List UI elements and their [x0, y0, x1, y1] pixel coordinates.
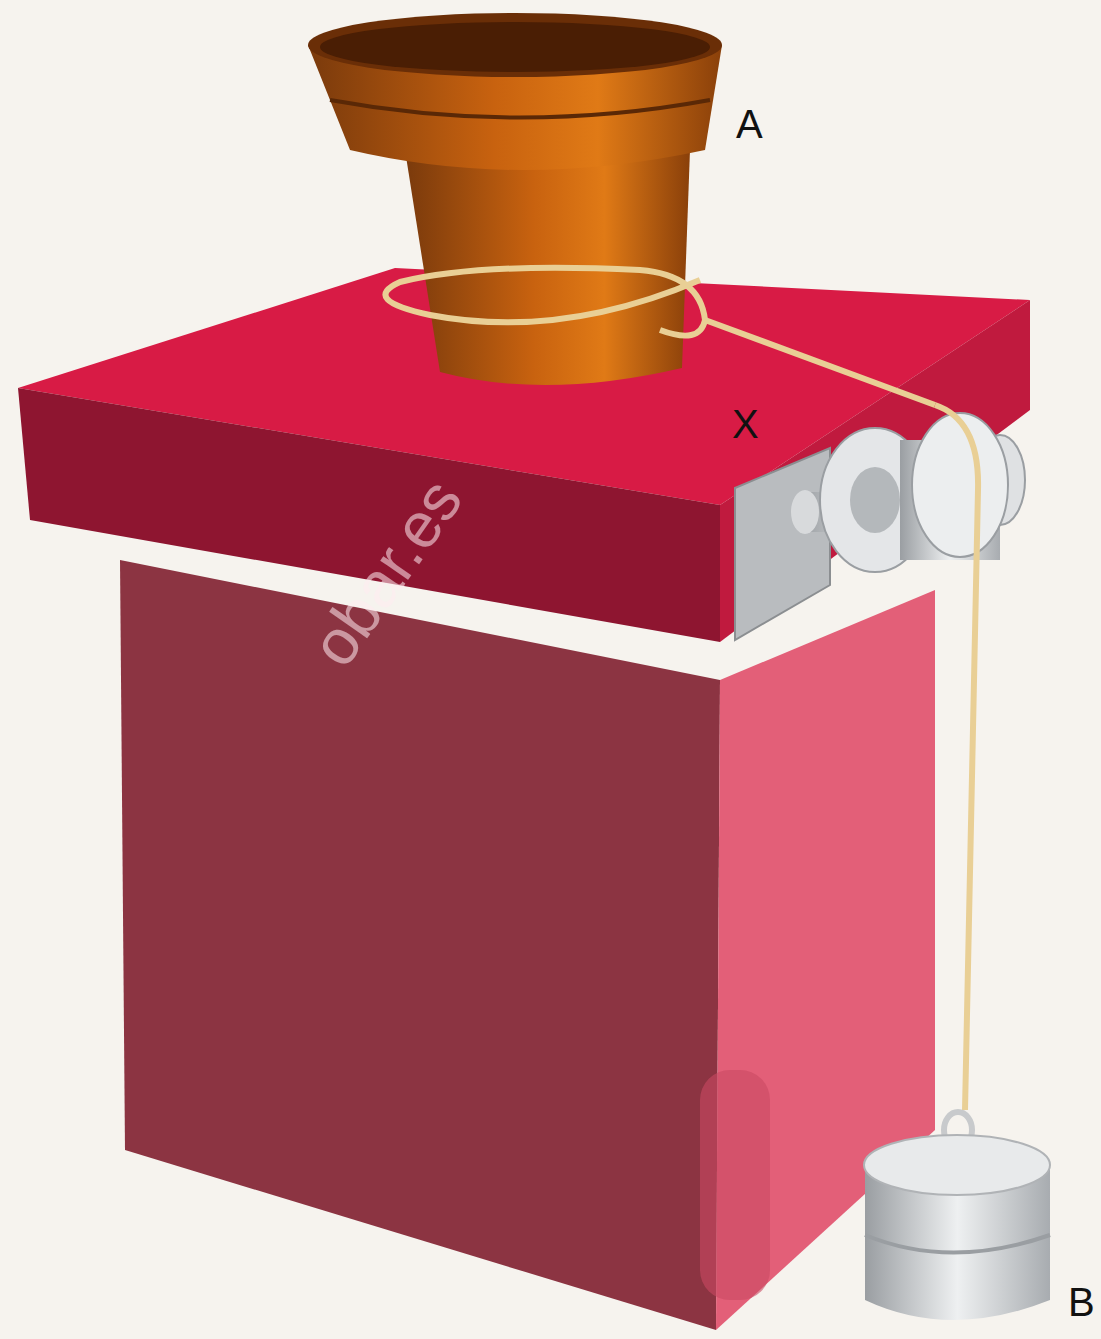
part-label: A: [736, 104, 763, 144]
part-label: B: [1068, 1282, 1095, 1322]
part-label: X: [732, 404, 759, 444]
